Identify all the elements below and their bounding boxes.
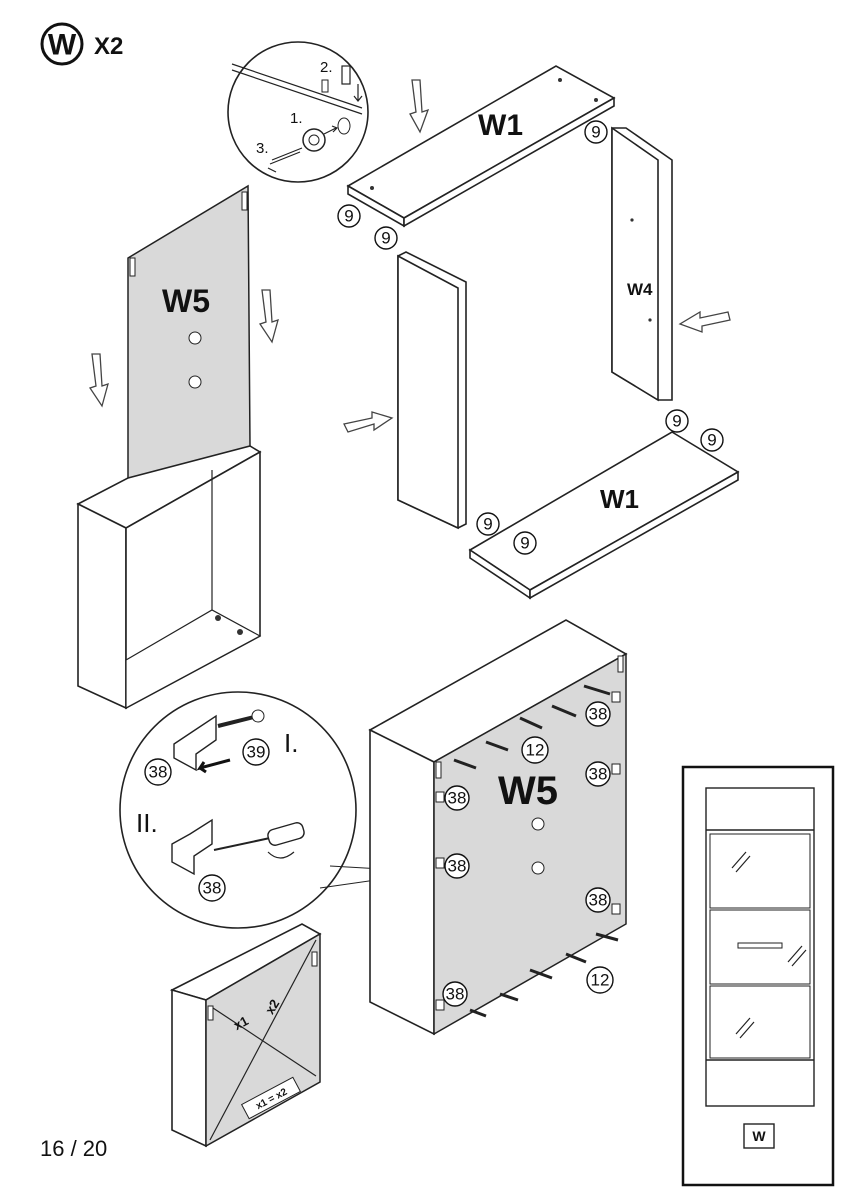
insert-arrow-icon: [409, 79, 430, 134]
part-12-label: 12: [586, 966, 614, 994]
part-38-label: 38: [585, 887, 611, 913]
insert-arrow-icon: [343, 411, 394, 433]
panel-side-middle: [397, 251, 467, 530]
detail-step-ii: II.: [136, 808, 158, 838]
cabinet-back-view: W5: [368, 619, 628, 1036]
position-legend: W: [681, 765, 835, 1187]
part-9-label: 9: [337, 204, 361, 228]
part-38-label: 38: [442, 981, 468, 1007]
page-number: 16 / 20: [40, 1136, 108, 1161]
label-w1-top: W1: [478, 109, 523, 142]
svg-text:38: 38: [203, 879, 222, 898]
part-38-label: 38: [585, 701, 611, 727]
part-38-label: 38: [444, 853, 470, 879]
part-9-label: 9: [476, 512, 500, 536]
svg-text:9: 9: [520, 534, 529, 553]
part-38-label: 38: [585, 761, 611, 787]
header-part-badge: W: [40, 22, 84, 66]
bracket-icon: [173, 714, 217, 772]
label-w1-bottom: W1: [600, 484, 639, 514]
panel-w4: W4: [611, 126, 673, 402]
detail-step-2: 2.: [320, 59, 333, 76]
dowel-icon: [341, 65, 351, 85]
part-38-label: 38: [444, 785, 470, 811]
svg-text:38: 38: [589, 765, 608, 784]
label-w4: W4: [627, 280, 653, 299]
svg-text:38: 38: [448, 857, 467, 876]
part-9-label: 9: [665, 409, 689, 433]
svg-text:38: 38: [446, 985, 465, 1004]
part-9-label: 9: [700, 428, 724, 452]
svg-text:9: 9: [672, 412, 681, 431]
cam-lock-detail: 1. 2. 3.: [227, 41, 369, 183]
part-9-label: 9: [513, 531, 537, 555]
bracket-icon: [171, 818, 213, 876]
detail-step-1: 1.: [290, 110, 303, 127]
panel-w5-upper: W5: [127, 184, 251, 516]
svg-text:12: 12: [526, 741, 545, 760]
svg-text:9: 9: [483, 515, 492, 534]
part-12-label: 12: [521, 736, 549, 764]
legend-label: W: [752, 1128, 766, 1144]
screw-icon: [269, 147, 303, 165]
part-38-label: 38: [198, 874, 226, 902]
svg-text:38: 38: [589, 891, 608, 910]
panel-w1-top: W1: [346, 65, 616, 228]
insert-arrow-icon: [258, 289, 279, 344]
detail-step-i: I.: [284, 728, 298, 758]
screwdriver-icon: [213, 837, 271, 851]
cabinet-diagonal-check: x1 x2 x1 = x2: [169, 923, 322, 1148]
cabinet-carcass: [76, 445, 262, 710]
part-9-label: 9: [374, 226, 398, 250]
insert-arrow-icon: [678, 310, 731, 333]
svg-text:39: 39: [247, 743, 266, 762]
part-39-label: 39: [242, 738, 270, 766]
part-38-label: 38: [144, 758, 172, 786]
part-9-label: 9: [584, 120, 608, 144]
svg-text:38: 38: [448, 789, 467, 808]
header-part-letter: W: [48, 29, 77, 62]
label-w5-back: W5: [498, 769, 558, 813]
detail-step-3: 3.: [256, 140, 269, 157]
diagonal-x1: x1: [231, 1013, 251, 1033]
bracket-detail: I. II. 38 39 38: [119, 691, 433, 929]
screw-icon: [217, 714, 259, 728]
diagonal-x2: x2: [262, 997, 282, 1017]
svg-text:9: 9: [707, 431, 716, 450]
svg-text:9: 9: [344, 207, 353, 226]
header-quantity: X2: [94, 33, 123, 60]
svg-text:9: 9: [381, 229, 390, 248]
svg-text:9: 9: [591, 123, 600, 142]
svg-text:38: 38: [149, 763, 168, 782]
label-w5-upper: W5: [162, 283, 210, 319]
svg-text:38: 38: [589, 705, 608, 724]
panel-w1-bottom: W1: [468, 431, 740, 600]
svg-text:12: 12: [591, 971, 610, 990]
insert-arrow-icon: [88, 353, 109, 408]
